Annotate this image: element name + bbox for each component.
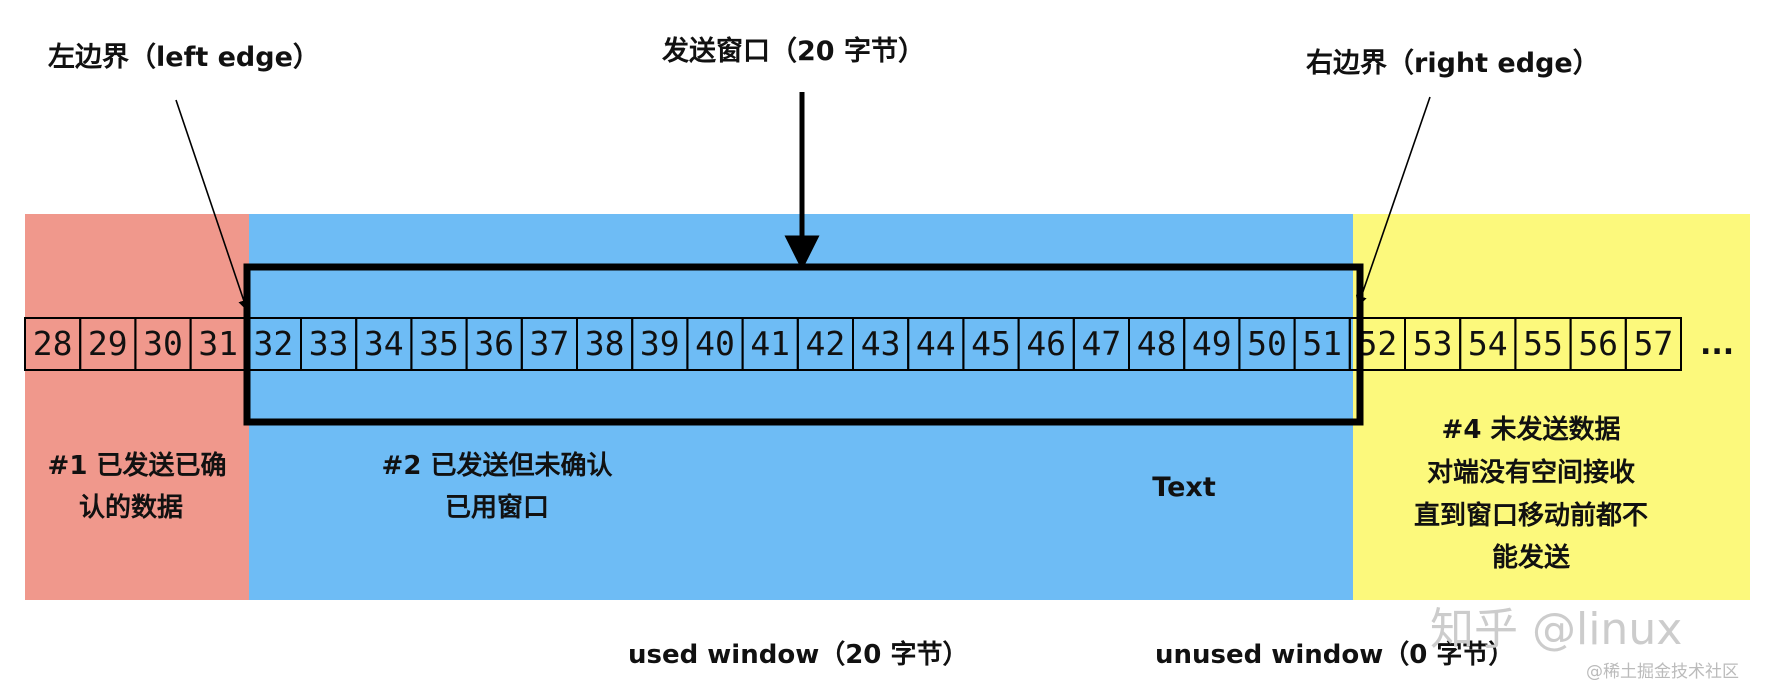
zone1-description-line2: 认的数据 — [79, 492, 183, 523]
byte-number: 40 — [695, 324, 735, 363]
zone4-description-line2: 对端没有空间接收 — [1427, 457, 1635, 488]
byte-number: 37 — [530, 324, 570, 363]
byte-number: 31 — [198, 324, 238, 363]
byte-number: 28 — [33, 324, 73, 363]
byte-number: 51 — [1302, 324, 1342, 363]
byte-number: 53 — [1413, 324, 1453, 363]
byte-number: 34 — [364, 324, 404, 363]
byte-number: 57 — [1634, 324, 1674, 363]
zone1-description-line1: #1 已发送已确 — [48, 450, 227, 481]
byte-number: 36 — [474, 324, 514, 363]
byte-sequence-row: 28 29 30 31 32 33 34 35 36 37 38 39 40 41 42 43 44 45 46 47… — [24, 317, 1683, 371]
byte-number: 48 — [1137, 324, 1177, 363]
byte-number: 56 — [1578, 324, 1618, 363]
zhihu-watermark: 知乎 @linux — [1430, 604, 1682, 655]
byte-number: 32 — [254, 324, 294, 363]
zone4-description-line4: 能发送 — [1492, 542, 1570, 573]
zone-unsendable-background — [1353, 214, 1750, 600]
used-window-label: used window（20 字节） — [628, 639, 968, 670]
byte-number: 50 — [1247, 324, 1287, 363]
byte-number: 54 — [1468, 324, 1508, 363]
byte-number: 30 — [143, 324, 183, 363]
byte-number: 52 — [1358, 324, 1398, 363]
byte-number: 44 — [916, 324, 956, 363]
zone2-description-line2: 已用窗口 — [445, 492, 549, 523]
more-bytes-ellipsis: ... — [1700, 327, 1734, 362]
byte-number: 42 — [806, 324, 846, 363]
byte-number: 38 — [585, 324, 625, 363]
send-window-label: 发送窗口（20 字节） — [661, 35, 925, 67]
byte-number: 39 — [640, 324, 680, 363]
byte-number: 43 — [861, 324, 901, 363]
zone2-description-line1: #2 已发送但未确认 — [382, 450, 613, 481]
left-edge-arrow — [175, 99, 250, 312]
left-edge-label: 左边界（left edge） — [48, 42, 320, 73]
right-edge-label: 右边界（right edge） — [1306, 48, 1600, 79]
byte-number: 47 — [1082, 324, 1122, 363]
juejin-watermark: @稀土掘金技术社区 — [1586, 662, 1739, 682]
byte-number: 55 — [1523, 324, 1563, 363]
byte-number: 45 — [971, 324, 1011, 363]
byte-number: 35 — [419, 324, 459, 363]
zone-sent-unacked-background — [249, 214, 1353, 600]
text-placeholder-label: Text — [1152, 472, 1216, 503]
byte-number: 49 — [1192, 324, 1232, 363]
zone-sent-acked-background — [25, 214, 249, 600]
byte-number: 46 — [1026, 324, 1066, 363]
unused-window-label: unused window（0 字节） — [1155, 639, 1514, 670]
zone4-description-line3: 直到窗口移动前都不 — [1414, 500, 1648, 531]
right-edge-arrow — [1355, 96, 1431, 308]
byte-number: 41 — [750, 324, 790, 363]
byte-number: 33 — [309, 324, 349, 363]
zone4-description-line1: #4 未发送数据 — [1442, 414, 1621, 445]
byte-cell — [1624, 317, 1683, 371]
byte-number: 29 — [88, 324, 128, 363]
